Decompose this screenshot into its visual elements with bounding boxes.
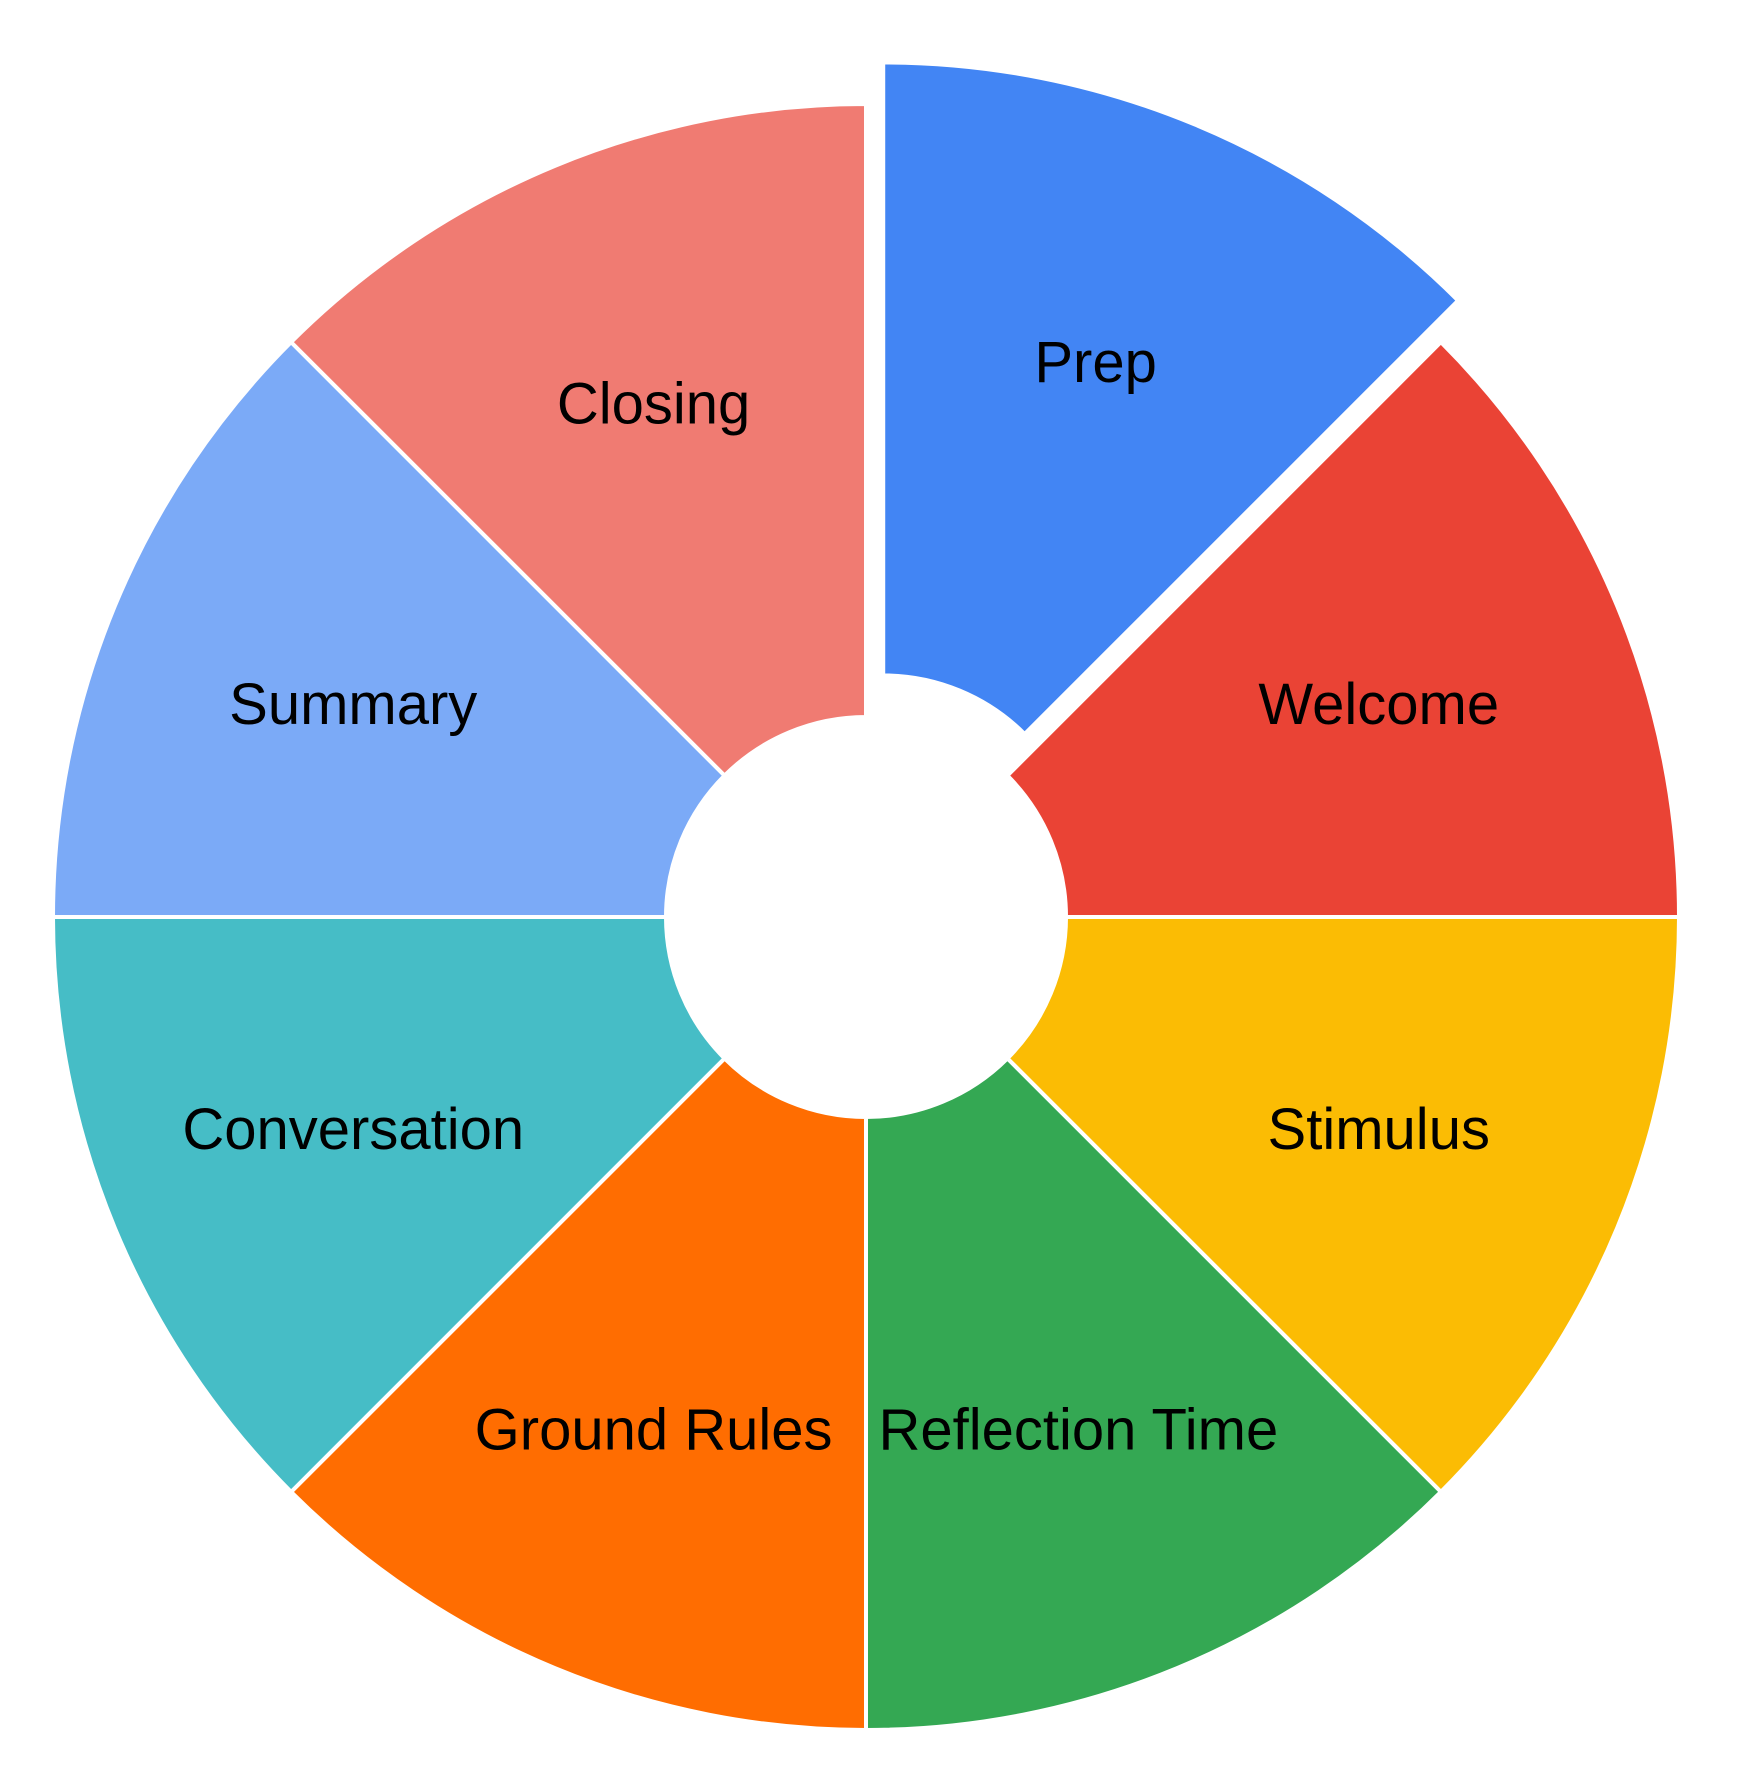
slice-stimulus[interactable]	[1004, 915, 1682, 1495]
slice-conversation[interactable]	[50, 915, 728, 1495]
slice-label-stimulus: Stimulus	[1268, 1097, 1490, 1162]
slice-reflection-time[interactable]	[864, 1055, 1444, 1733]
slice-label-welcome: Welcome	[1258, 672, 1499, 737]
slice-label-closing: Closing	[557, 372, 750, 437]
slice-prep[interactable]	[881, 60, 1461, 737]
slice-group	[50, 60, 1682, 1733]
slice-label-summary: Summary	[229, 672, 477, 737]
slice-label-prep: Prep	[1034, 330, 1157, 395]
slice-ground-rules[interactable]	[288, 1055, 868, 1733]
slice-label-conversation: Conversation	[182, 1097, 524, 1162]
slice-welcome[interactable]	[1004, 339, 1682, 919]
slice-label-ground-rules: Ground Rules	[475, 1397, 833, 1462]
slice-closing[interactable]	[288, 101, 868, 779]
slice-label-reflection-time: Reflection Time	[879, 1397, 1279, 1462]
slice-summary[interactable]	[50, 339, 728, 919]
